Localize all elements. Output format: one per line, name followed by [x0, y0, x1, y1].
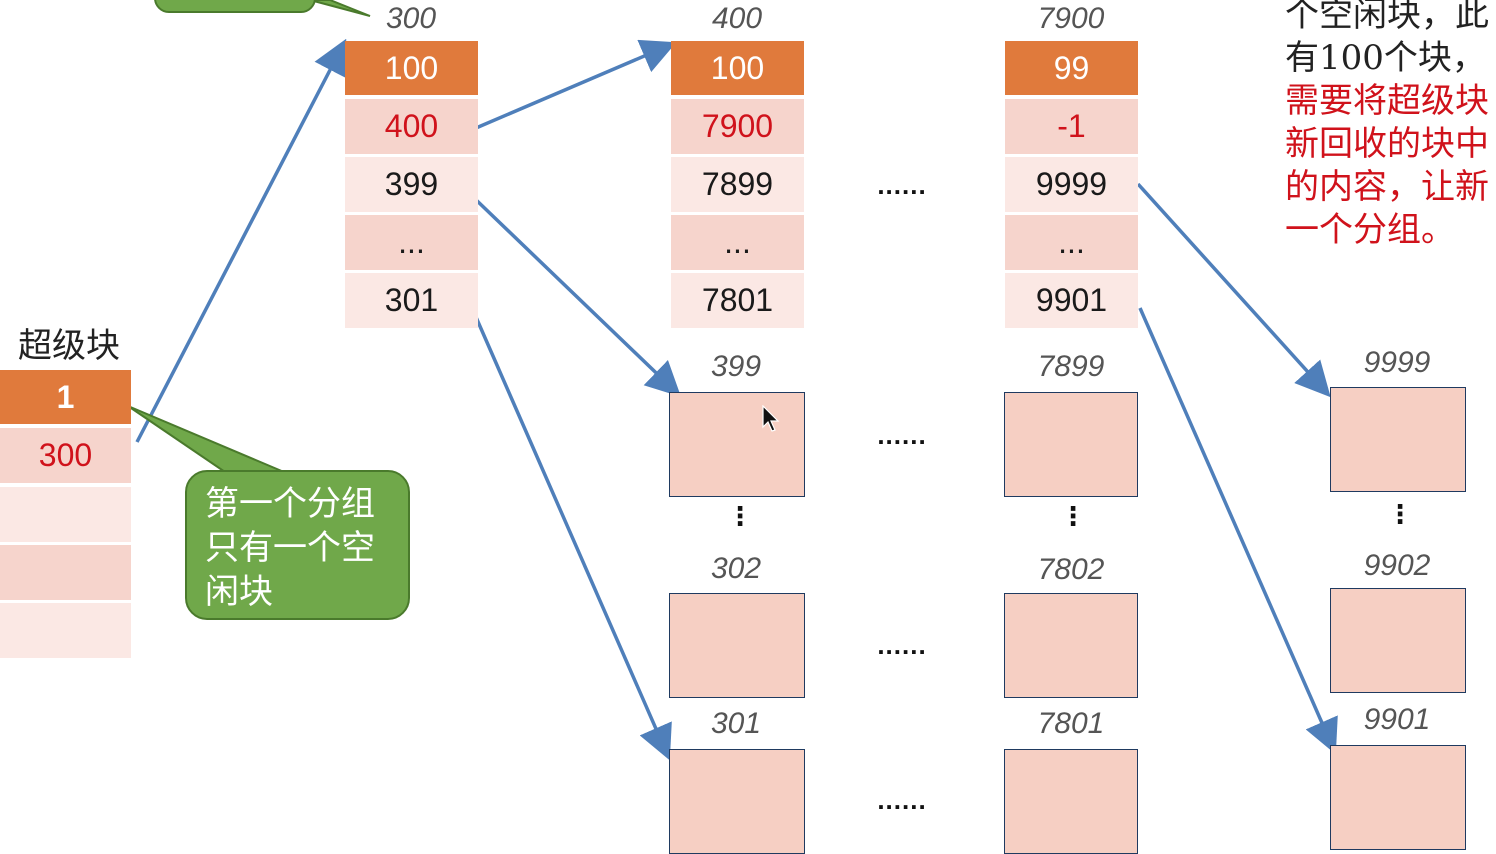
note-line: 有100个块， [1285, 38, 1486, 78]
arrow-9901-to-block-9901 [1138, 307, 1338, 755]
mouse-cursor-icon [762, 405, 780, 432]
group-next-cell: 7900 [671, 99, 804, 154]
arrow-9999-to-block-9999 [1136, 182, 1331, 398]
group-ellipsis-cell: ... [671, 215, 804, 270]
free-block [1330, 745, 1466, 850]
group-next-cell: -1 [1005, 99, 1138, 154]
note-line: 新回收的块中 [1285, 124, 1489, 164]
group-block-cell: 301 [345, 273, 478, 328]
free-block [1004, 749, 1138, 854]
block-label: 9902 [1363, 549, 1431, 582]
vertical-ellipsis: ⋮ [1387, 499, 1413, 529]
free-block [1330, 387, 1466, 492]
horizontal-ellipsis: ...... [877, 630, 927, 660]
horizontal-ellipsis: ...... [877, 420, 927, 450]
block-label: 399 [710, 350, 762, 383]
group-block-cell: 7899 [671, 157, 804, 212]
group-ellipsis-cell: ... [345, 215, 478, 270]
block-label: 7802 [1037, 553, 1105, 586]
vertical-ellipsis: ⋮ [727, 501, 753, 531]
block-label: 9999 [1363, 346, 1431, 379]
arrow-399-to-block-399 [470, 194, 682, 397]
free-block [1004, 392, 1138, 497]
group-label: 400 [711, 2, 763, 35]
callout-top-partial [154, 0, 316, 13]
note-line: 需要将超级块 [1285, 81, 1489, 121]
arrow-301-to-block-301 [470, 307, 672, 761]
group-label: 7900 [1037, 2, 1105, 35]
horizontal-ellipsis: ...... [877, 170, 927, 200]
group-count-cell: 99 [1005, 41, 1138, 95]
group-count-cell: 100 [345, 41, 478, 95]
superblock-next-cell: 300 [0, 428, 131, 483]
block-label: 301 [710, 707, 762, 740]
block-label: 302 [710, 552, 762, 585]
note-line: 一个分组。 [1285, 210, 1455, 250]
horizontal-ellipsis: ...... [877, 785, 927, 815]
block-label: 7801 [1037, 707, 1105, 740]
arrow-400-to-group-400 [475, 39, 677, 130]
group-block-cell: 7801 [671, 273, 804, 328]
superblock-empty-cell [0, 603, 131, 658]
note-line: 个空闲块，此 [1285, 0, 1489, 35]
callout-line: 第一个分组 [205, 484, 375, 524]
callout-tail-bottom [127, 405, 285, 473]
vertical-ellipsis: ⋮ [1060, 501, 1086, 531]
callout-first-group: 第一个分组 只有一个空 闲块 [185, 470, 410, 620]
note-line: 的内容，让新 [1285, 167, 1489, 207]
callout-line: 闲块 [205, 572, 273, 612]
group-count-cell: 100 [671, 41, 804, 95]
explanation-note: 个空闲块，此 有100个块， 需要将超级块 新回收的块中 的内容，让新 一个分组… [1285, 0, 1489, 252]
block-label: 9901 [1363, 703, 1431, 736]
block-label: 7899 [1037, 350, 1105, 383]
free-block [1004, 593, 1138, 698]
group-block-cell: 9999 [1005, 157, 1138, 212]
callout-tail-top [309, 0, 371, 17]
free-block [1330, 588, 1466, 693]
callout-line: 只有一个空 [205, 528, 375, 568]
free-block [669, 392, 805, 497]
free-block [669, 749, 805, 854]
superblock-title: 超级块 [18, 326, 120, 366]
group-ellipsis-cell: ... [1005, 215, 1138, 270]
free-block [669, 593, 805, 698]
group-label: 300 [385, 2, 437, 35]
group-block-cell: 399 [345, 157, 478, 212]
superblock-empty-cell [0, 487, 131, 542]
arrow-superblock-to-group-300 [135, 38, 347, 443]
group-block-cell: 9901 [1005, 273, 1138, 328]
superblock-empty-cell [0, 545, 131, 600]
superblock-count-cell: 1 [0, 370, 131, 424]
group-next-cell: 400 [345, 99, 478, 154]
